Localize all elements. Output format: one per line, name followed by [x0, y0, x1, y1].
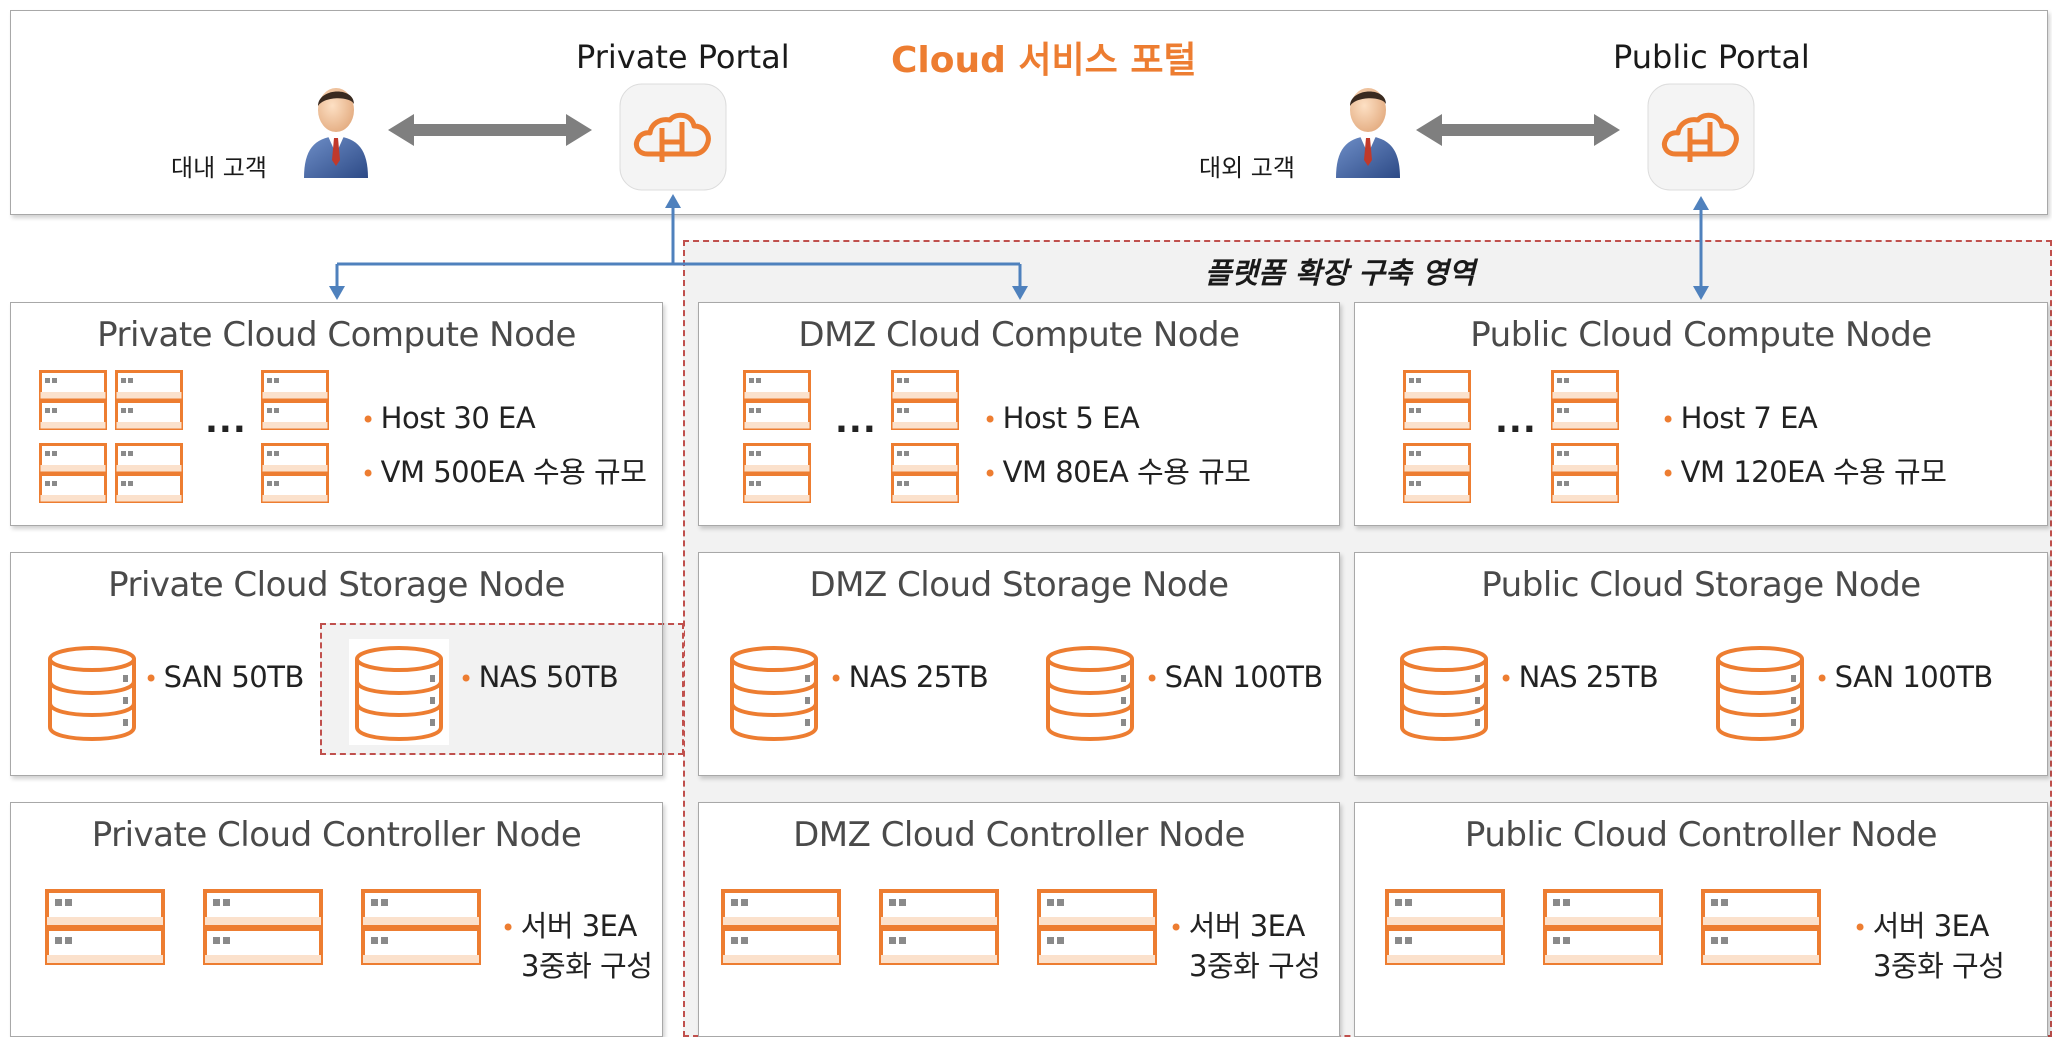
- storage-item-san: •SAN 100TB: [1145, 660, 1323, 694]
- internal-user-label: 대내 고객: [171, 154, 267, 182]
- server-icon: [1551, 443, 1619, 503]
- ellipsis: ...: [1495, 401, 1537, 441]
- database-icon: [1046, 646, 1134, 741]
- bullet-host-count: •Host 7 EA: [1661, 401, 1818, 435]
- storage-item-san: •SAN 50TB: [144, 660, 304, 694]
- server-icon: [1037, 889, 1157, 965]
- node-title: Public Cloud Storage Node: [1481, 565, 1921, 605]
- controller-redundancy: 3중화 구성: [1873, 949, 2005, 983]
- ellipsis: ...: [205, 401, 247, 441]
- server-icon: [891, 443, 959, 503]
- node-title: Public Cloud Controller Node: [1464, 815, 1938, 855]
- bullet-host-count: •Host 30 EA: [361, 401, 536, 435]
- database-icon: [48, 646, 136, 741]
- bullet-host-count: •Host 5 EA: [983, 401, 1140, 435]
- server-icon: [203, 889, 323, 965]
- bidirectional-arrow-icon: [1416, 114, 1620, 146]
- server-icon: [1543, 889, 1663, 965]
- server-icon: [1385, 889, 1505, 965]
- database-icon: [355, 646, 443, 741]
- node-title: Private Cloud Controller Node: [91, 815, 582, 855]
- server-icon: [39, 443, 107, 503]
- server-icon: [39, 370, 107, 430]
- database-icon: [1716, 646, 1804, 741]
- bullet-vm-capacity: •VM 80EA 수용 규모: [983, 455, 1251, 489]
- expansion-zone-label: 플랫폼 확장 구축 영역: [1204, 256, 1476, 290]
- private-controller-node: Private Cloud Controller Node •서버 3EA 3중…: [10, 802, 663, 1037]
- storage-item-nas: •NAS 25TB: [829, 660, 989, 694]
- server-icon: [45, 889, 165, 965]
- cloud-h-logo-icon: [619, 83, 727, 191]
- ellipsis: ...: [835, 401, 877, 441]
- cloud-h-logo-icon: [1647, 83, 1755, 191]
- server-icon: [361, 889, 481, 965]
- private-storage-node: Private Cloud Storage Node •SAN 50TB •NA…: [10, 552, 663, 776]
- server-icon: [261, 370, 329, 430]
- server-icon: [743, 370, 811, 430]
- controller-redundancy: 3중화 구성: [1189, 949, 1321, 983]
- server-icon: [1403, 370, 1471, 430]
- storage-item-nas: •NAS 25TB: [1499, 660, 1659, 694]
- public-portal-label: Public Portal: [1613, 38, 1810, 76]
- server-icon: [721, 889, 841, 965]
- database-icon: [1400, 646, 1488, 741]
- dmz-controller-node: DMZ Cloud Controller Node •서버 3EA 3중화 구성: [698, 802, 1340, 1037]
- server-icon: [115, 370, 183, 430]
- server-icon: [1701, 889, 1821, 965]
- database-icon: [730, 646, 818, 741]
- public-compute-node: Public Cloud Compute Node ... •Host 7 EA…: [1354, 302, 2048, 526]
- private-compute-node: Private Cloud Compute Node ... •Host 30 …: [10, 302, 663, 526]
- controller-server-count: •서버 3EA: [1169, 909, 1305, 943]
- node-title: DMZ Cloud Controller Node: [793, 815, 1245, 855]
- server-icon: [261, 443, 329, 503]
- server-icon: [879, 889, 999, 965]
- dmz-compute-node: DMZ Cloud Compute Node ... •Host 5 EA •V…: [698, 302, 1340, 526]
- node-title: Public Cloud Compute Node: [1470, 315, 1932, 355]
- bullet-vm-capacity: •VM 120EA 수용 규모: [1661, 455, 1947, 489]
- user-icon: [1336, 88, 1400, 178]
- node-title: Private Cloud Storage Node: [108, 565, 565, 605]
- bullet-vm-capacity: •VM 500EA 수용 규모: [361, 455, 647, 489]
- server-icon: [891, 370, 959, 430]
- server-icon: [743, 443, 811, 503]
- controller-server-count: •서버 3EA: [1853, 909, 1989, 943]
- server-icon: [1551, 370, 1619, 430]
- storage-item-san: •SAN 100TB: [1815, 660, 1993, 694]
- public-controller-node: Public Cloud Controller Node •서버 3EA 3중화…: [1354, 802, 2048, 1037]
- node-title: DMZ Cloud Compute Node: [798, 315, 1240, 355]
- external-user-label: 대외 고객: [1199, 154, 1295, 182]
- node-title: Private Cloud Compute Node: [97, 315, 576, 355]
- node-title: DMZ Cloud Storage Node: [809, 565, 1229, 605]
- bidirectional-arrow-icon: [388, 114, 592, 146]
- server-icon: [115, 443, 183, 503]
- portal-title: Cloud 서비스 포털: [891, 40, 1197, 81]
- controller-server-count: •서버 3EA: [501, 909, 637, 943]
- storage-item-nas: •NAS 50TB: [459, 660, 619, 694]
- public-storage-node: Public Cloud Storage Node •NAS 25TB •SAN…: [1354, 552, 2048, 776]
- dmz-storage-node: DMZ Cloud Storage Node •NAS 25TB •SAN 10…: [698, 552, 1340, 776]
- private-portal-label: Private Portal: [576, 38, 790, 76]
- controller-redundancy: 3중화 구성: [521, 949, 653, 983]
- server-icon: [1403, 443, 1471, 503]
- user-icon: [304, 88, 368, 178]
